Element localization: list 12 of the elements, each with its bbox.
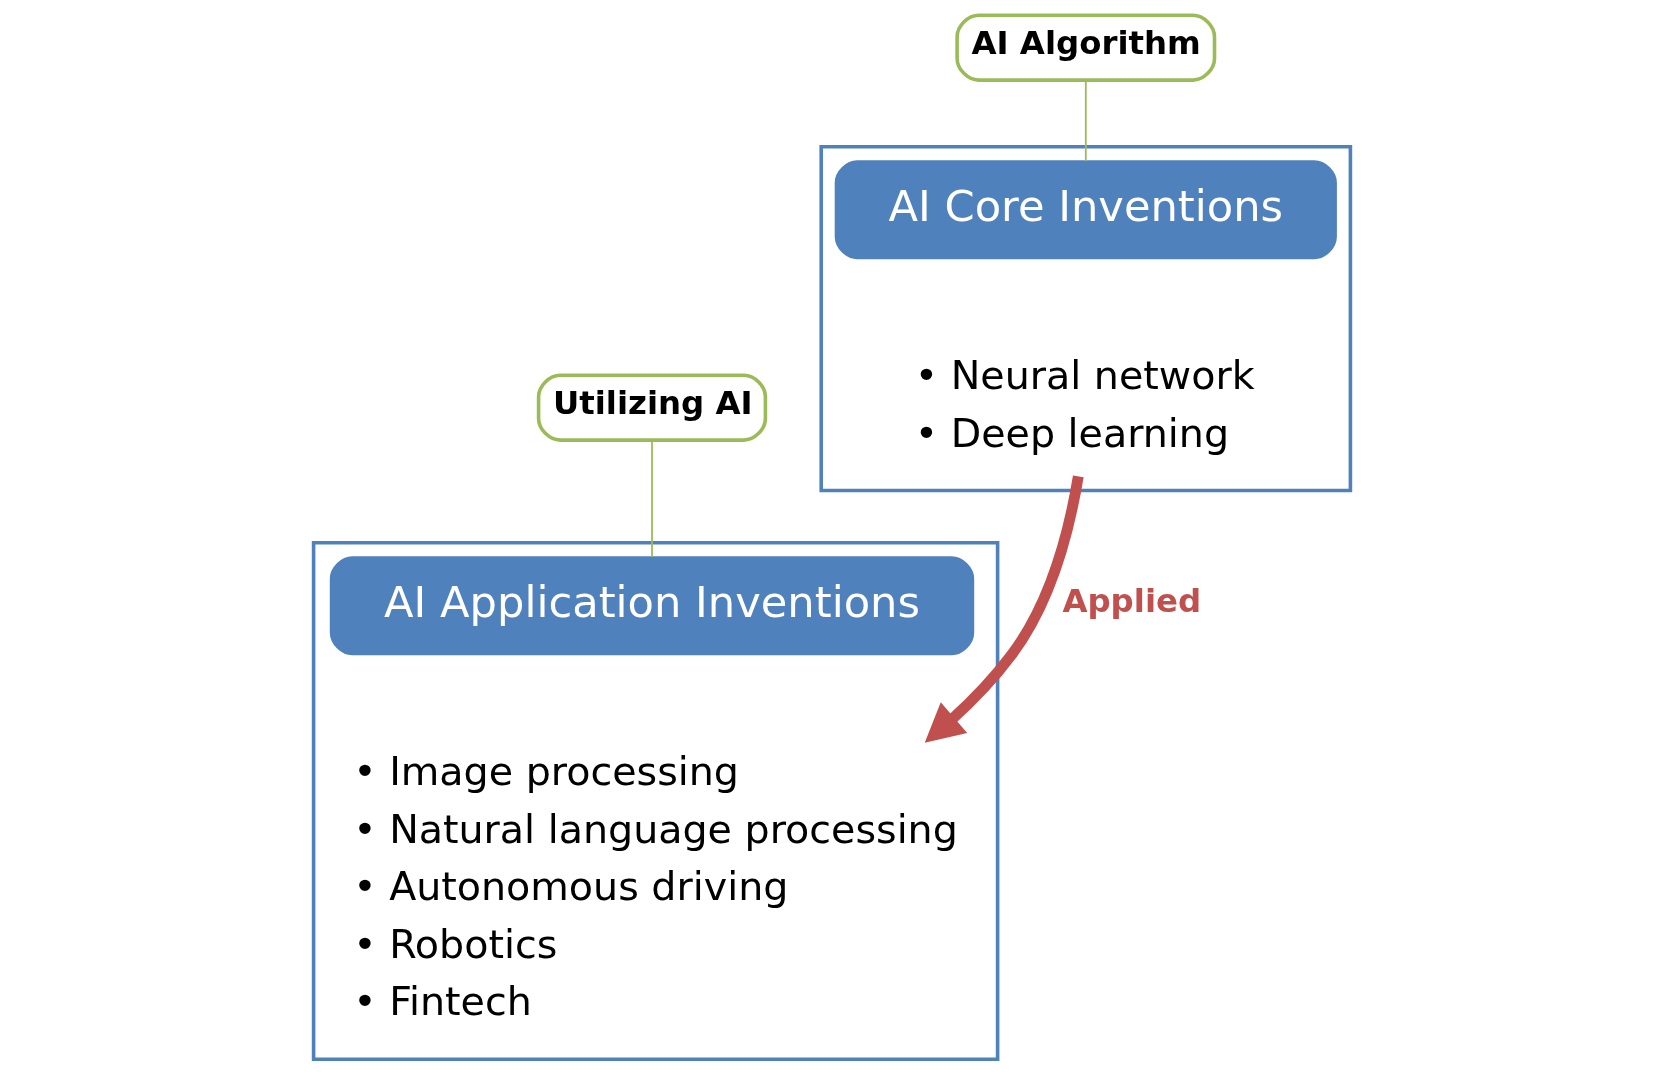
node-text: • Neural network • Deep learning <box>914 351 1255 456</box>
cluster <box>819 144 1353 493</box>
node-box: AI Core Inventions <box>834 160 1337 260</box>
node-text: • Image processing • Natural language processing • Autonomous driving • Robotics • Fintech <box>353 747 958 1025</box>
arrow <box>924 475 1084 743</box>
node-box: AI Application Inventions <box>329 556 975 656</box>
cluster <box>311 540 1000 1062</box>
connector <box>1084 79 1087 162</box>
node-box: AI Algorithm <box>955 13 1217 82</box>
node-box: Utilizing AI <box>536 373 768 442</box>
connector <box>651 439 653 558</box>
edge-label: Applied <box>1062 581 1202 620</box>
